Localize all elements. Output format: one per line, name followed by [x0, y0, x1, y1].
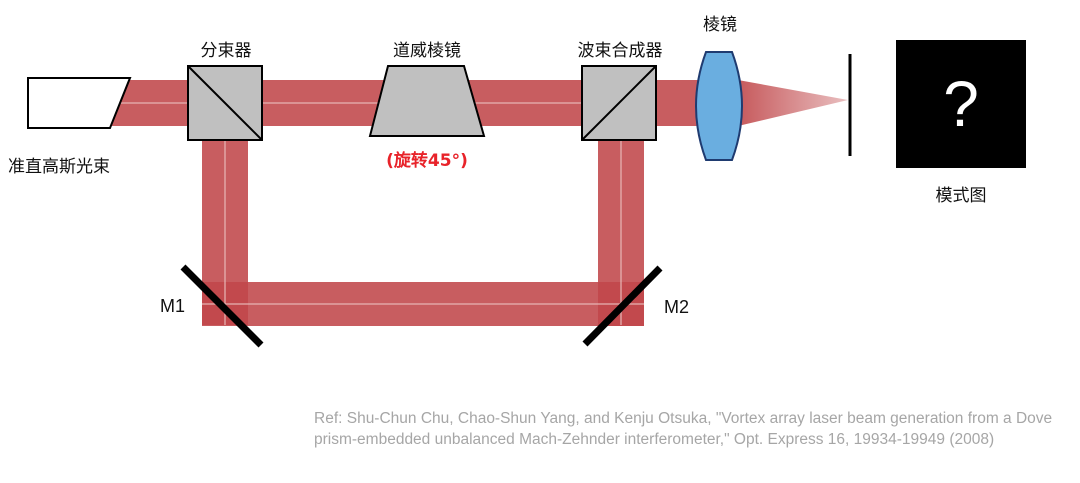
label-beam-splitter: 分束器 [200, 41, 252, 61]
label-beam-combiner: 波束合成器 [577, 41, 663, 61]
label-mode-pattern: 模式图 [935, 186, 987, 206]
label-m1: M1 [160, 296, 186, 316]
mirror-m1 [180, 264, 264, 348]
reference-citation: Ref: Shu-Chun Chu, Chao-Shun Yang, and K… [314, 410, 1053, 448]
beam-combiner [581, 65, 657, 141]
label-lens: 棱镜 [703, 15, 737, 35]
label-m2: M2 [664, 297, 690, 317]
lens [695, 51, 743, 161]
beam-splitter [187, 65, 263, 141]
dove-prism [368, 65, 486, 137]
mirror-m2 [582, 265, 663, 347]
label-dove-prism: 道威棱镜 [393, 41, 461, 61]
mode-pattern-box [896, 40, 1026, 168]
label-rotation: (旋转45°) [386, 151, 468, 171]
question-mark: ? [943, 68, 979, 140]
beam-focusing [738, 80, 848, 126]
label-collimated-beam: 准直高斯光束 [8, 157, 110, 177]
laser-source [27, 77, 132, 129]
